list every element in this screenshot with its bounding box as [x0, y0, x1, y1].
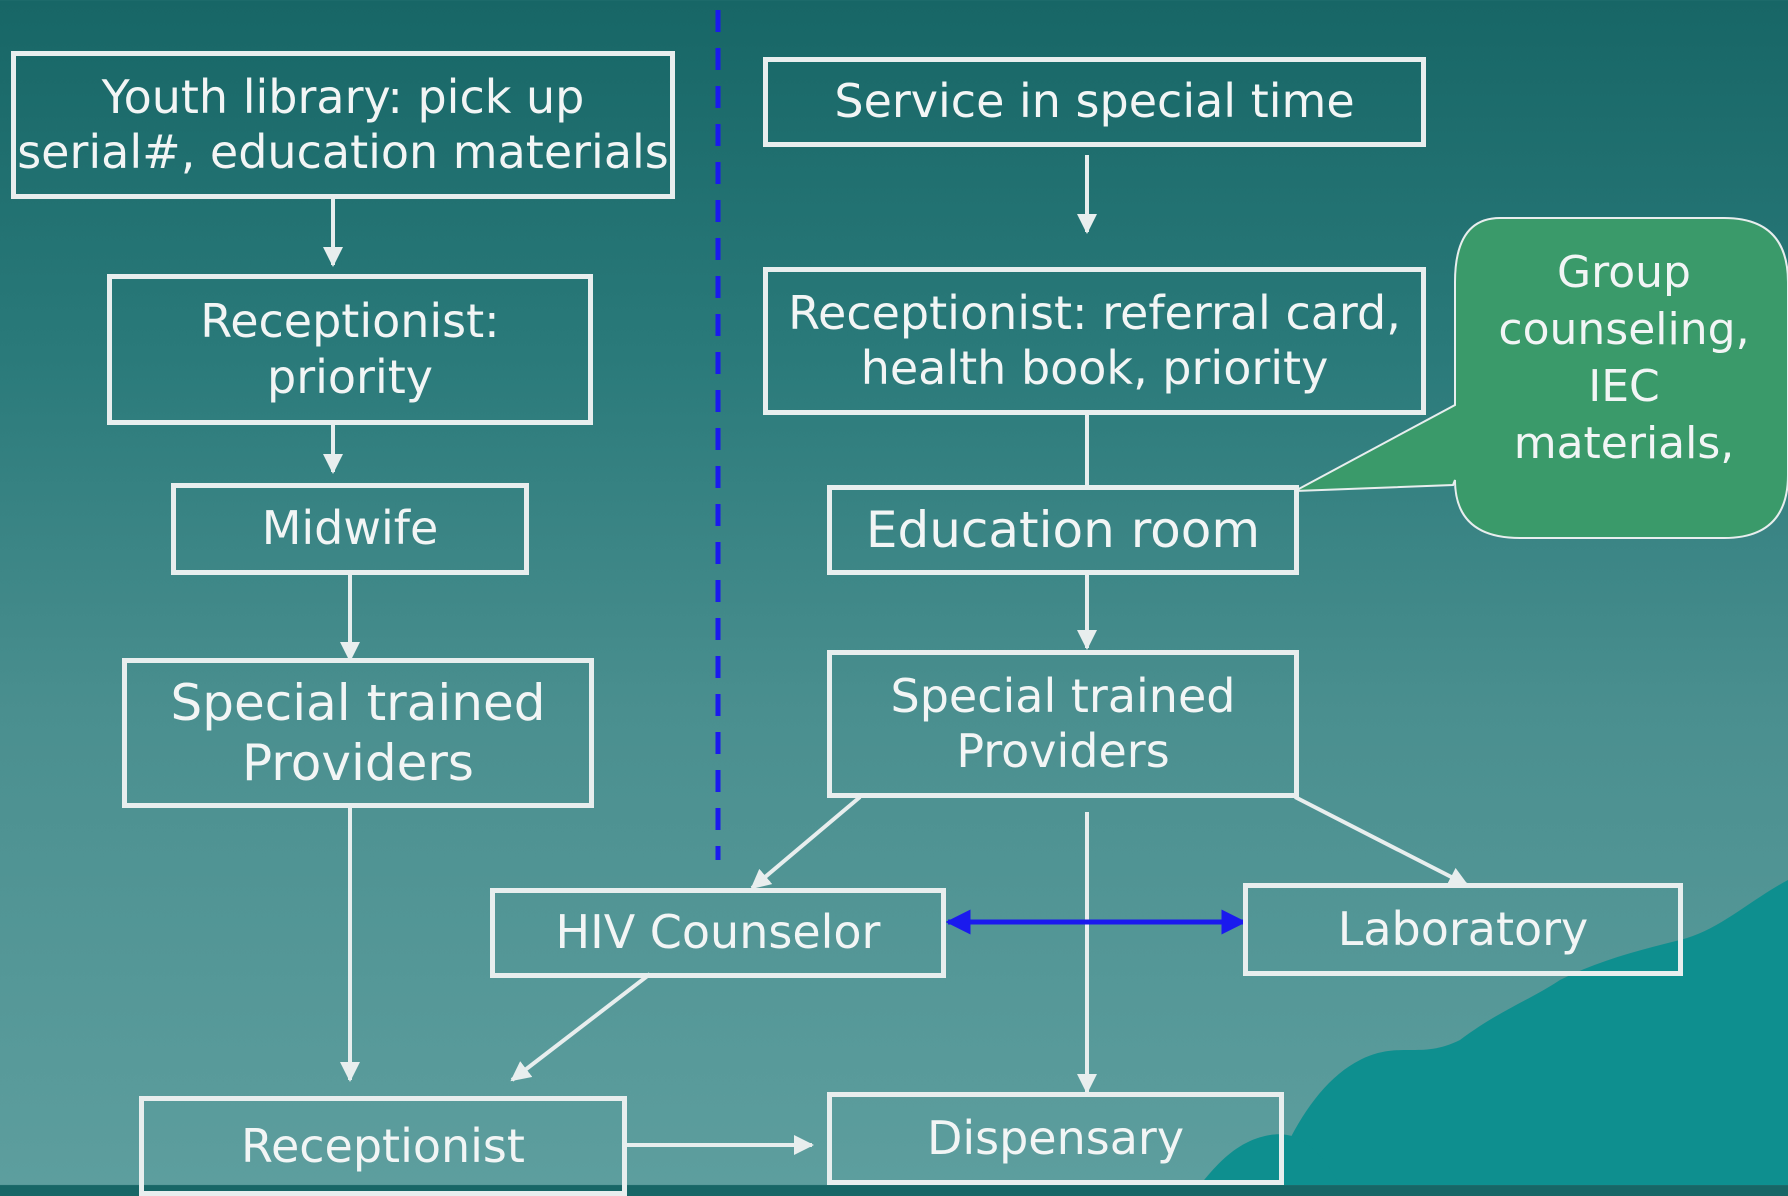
callout-bubble — [1294, 217, 1788, 539]
service-special-time-box: Service in special time — [763, 57, 1426, 147]
receptionist-priority-line1: Receptionist: — [200, 294, 500, 349]
hiv-counselor-box: HIV Counselor — [490, 888, 946, 978]
receptionist-box: Receptionist — [139, 1096, 627, 1196]
arrow-providers-to-hiv — [750, 795, 862, 890]
decorative-wave-shape — [1270, 880, 1788, 1185]
dispensary-label: Dispensary — [926, 1110, 1185, 1165]
callout-line4: materials, — [1513, 418, 1735, 470]
receptionist-label: Receptionist — [241, 1119, 525, 1173]
youth-library-line2: serial#, education materials — [17, 125, 669, 179]
right-providers-line1: Special trained — [890, 668, 1236, 723]
receptionist-priority-box: Receptionist: priority — [107, 274, 593, 425]
education-room-label: Education room — [865, 501, 1261, 559]
hiv-counselor-label: HIV Counselor — [555, 905, 881, 960]
arrow-providers-to-laboratory — [1294, 795, 1469, 887]
dispensary-box: Dispensary — [827, 1092, 1284, 1185]
callout-line1: Group — [1557, 246, 1691, 298]
decorative-wave-shape-small — [1200, 1134, 1340, 1185]
left-providers-line2: Providers — [242, 734, 474, 792]
education-room-box: Education room — [827, 485, 1299, 575]
left-special-trained-providers-box: Special trained Providers — [122, 658, 594, 808]
callout-text: Group counseling, IEC materials, — [1460, 238, 1788, 478]
right-providers-line2: Providers — [956, 724, 1170, 778]
midwife-box: Midwife — [171, 483, 529, 575]
receptionist-referral-line1: Receptionist: referral card, — [788, 285, 1401, 340]
callout-line2: counseling, — [1498, 303, 1750, 355]
callout-line3: IEC — [1588, 361, 1660, 412]
left-providers-line1: Special trained — [170, 674, 546, 732]
laboratory-box: Laboratory — [1243, 883, 1683, 976]
youth-library-line1: Youth library: pick up — [101, 69, 585, 124]
receptionist-referral-line2: health book, priority — [860, 341, 1329, 395]
service-special-time-label: Service in special time — [834, 74, 1355, 129]
laboratory-label: Laboratory — [1337, 901, 1589, 956]
midwife-label: Midwife — [261, 501, 439, 556]
receptionist-priority-line2: priority — [267, 349, 433, 404]
receptionist-referral-box: Receptionist: referral card, health book… — [763, 267, 1426, 415]
arrow-hiv-to-receptionist — [510, 972, 652, 1082]
right-special-trained-providers-box: Special trained Providers — [827, 650, 1299, 798]
youth-library-box: Youth library: pick up serial#, educatio… — [11, 51, 675, 199]
